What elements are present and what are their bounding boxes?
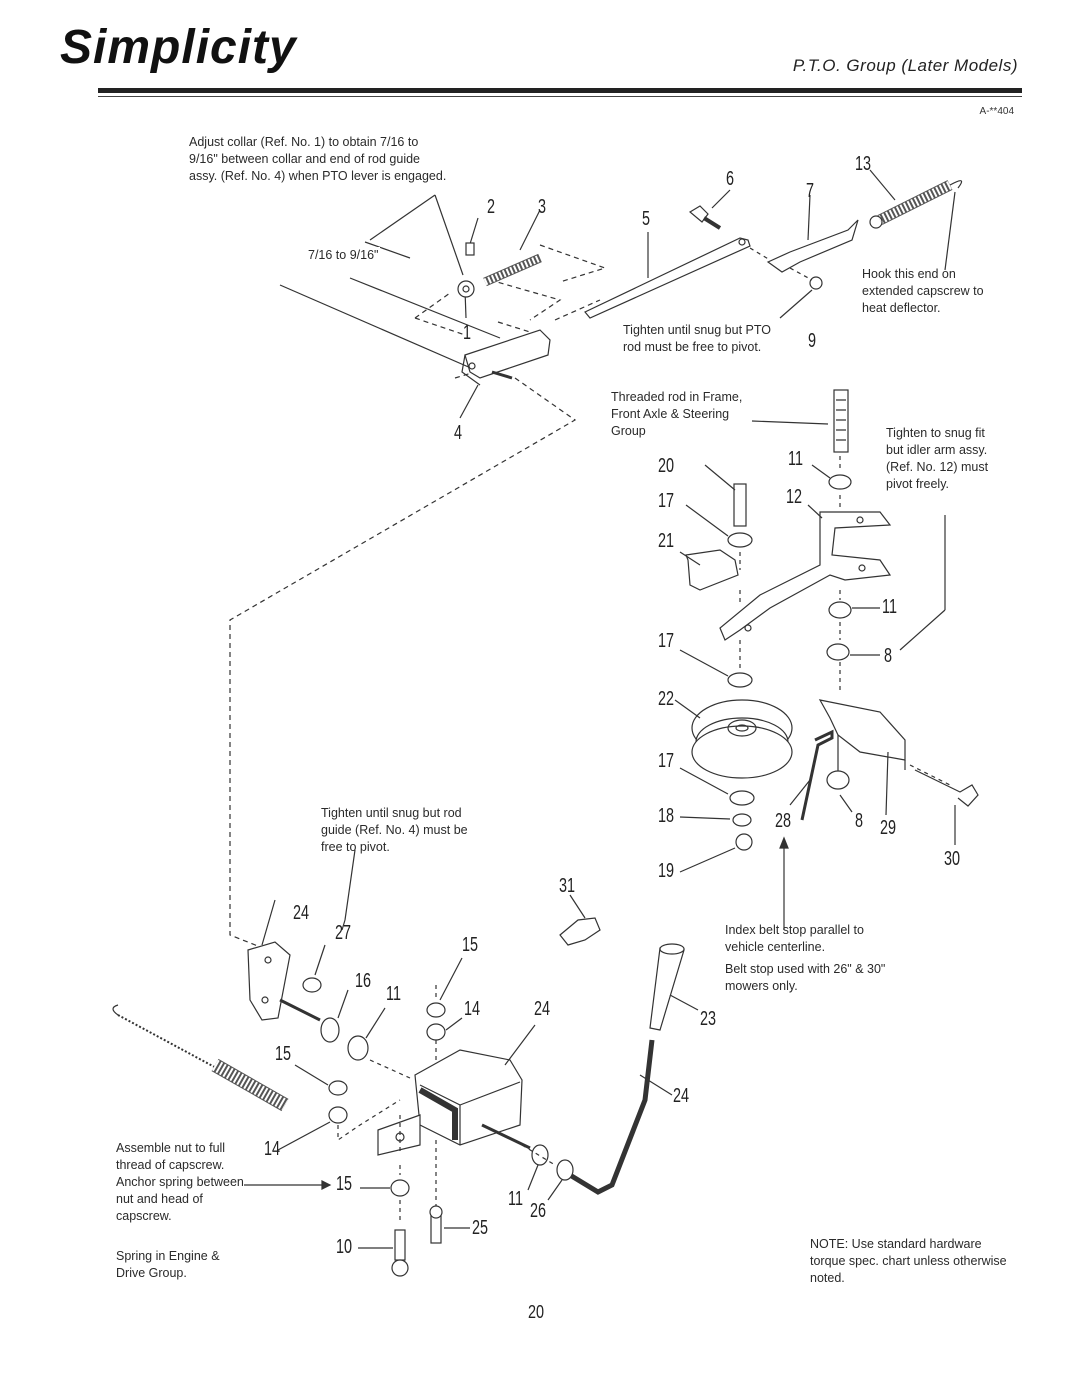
pto-rod bbox=[584, 237, 751, 319]
callout-7: 7 bbox=[806, 180, 815, 202]
document-code: A-**404 bbox=[979, 106, 1014, 117]
extension-spring bbox=[869, 180, 963, 229]
callout-10: 10 bbox=[336, 1236, 353, 1258]
note-tighten-pto: Tighten until snug but PTO rod must be f… bbox=[623, 323, 772, 354]
callout-8-upper: 8 bbox=[884, 645, 893, 667]
callout-27: 27 bbox=[335, 922, 352, 944]
note-threaded-rod: Threaded rod in Frame, Front Axle & Stee… bbox=[611, 390, 743, 438]
note-adjust-collar: Adjust collar (Ref. No. 1) to obtain 7/1… bbox=[189, 135, 447, 183]
callout-29: 29 bbox=[880, 817, 897, 839]
washer bbox=[828, 474, 852, 490]
idler-arm bbox=[719, 511, 892, 641]
callout-26: 26 bbox=[530, 1200, 547, 1222]
callout-25: 25 bbox=[472, 1217, 489, 1239]
callout-17-middle: 17 bbox=[658, 630, 675, 652]
brand-logo: Simplicity bbox=[60, 21, 297, 74]
belt-stop-bracket bbox=[818, 699, 906, 761]
callout-11-bottom: 11 bbox=[508, 1188, 523, 1210]
dimension-arrow bbox=[364, 241, 411, 259]
callout-30: 30 bbox=[944, 848, 961, 870]
callout-17-top: 17 bbox=[658, 490, 675, 512]
header-rule-thin bbox=[98, 96, 1022, 97]
callout-14-center: 14 bbox=[464, 998, 481, 1020]
callout-16: 16 bbox=[355, 970, 372, 992]
locknut bbox=[809, 276, 823, 290]
callout-15-center: 15 bbox=[462, 934, 479, 956]
threaded-rod bbox=[833, 389, 849, 453]
callout-24-center: 24 bbox=[534, 998, 551, 1020]
note-assemble-nut: Assemble nut to full thread of capscrew.… bbox=[116, 1141, 244, 1223]
callout-28: 28 bbox=[775, 810, 792, 832]
callout-14-left: 14 bbox=[264, 1138, 281, 1160]
collar bbox=[457, 280, 475, 298]
rod-guide bbox=[464, 329, 551, 379]
callout-22: 22 bbox=[658, 688, 675, 710]
page-title: P.T.O. Group (Later Models) bbox=[792, 56, 1018, 75]
compression-spring bbox=[483, 253, 542, 287]
callout-12: 12 bbox=[786, 486, 803, 508]
callout-17-bottom: 17 bbox=[658, 750, 675, 772]
callout-5: 5 bbox=[642, 208, 651, 230]
connection-dashed-line bbox=[229, 377, 577, 951]
note-dimension: 7/16 to 9/16" bbox=[306, 247, 381, 264]
page-number: 20 bbox=[528, 1302, 545, 1322]
callout-20: 20 bbox=[658, 455, 675, 477]
note-torque: NOTE: Use standard hardware torque spec.… bbox=[810, 1237, 1007, 1285]
capscrew-10 bbox=[394, 1229, 406, 1261]
callout-23: 23 bbox=[700, 1008, 717, 1030]
callout-31: 31 bbox=[559, 875, 576, 897]
callout-13: 13 bbox=[855, 153, 872, 175]
belt-stop bbox=[685, 549, 739, 591]
cable-clamp bbox=[559, 917, 601, 946]
dimension-line-lower bbox=[279, 284, 481, 373]
anchor-spring bbox=[112, 1004, 289, 1112]
pto-lever-rod bbox=[649, 947, 685, 1031]
note-tighten-rod-guide: Tighten until snug but rod guide (Ref. N… bbox=[321, 806, 468, 854]
idler-pulley bbox=[691, 699, 793, 779]
callout-15-bottom: 15 bbox=[336, 1173, 353, 1195]
callout-4: 4 bbox=[454, 422, 463, 444]
pto-lever bbox=[766, 219, 859, 273]
note-belt-stop: Belt stop used with 26" & 30" mowers onl… bbox=[725, 962, 886, 993]
callout-24-left: 24 bbox=[293, 902, 310, 924]
callout-1: 1 bbox=[463, 322, 472, 344]
dimension-line-upper bbox=[349, 277, 501, 339]
callout-11-left: 11 bbox=[386, 983, 401, 1005]
callout-8-lower: 8 bbox=[855, 810, 864, 832]
callout-11-arm: 11 bbox=[882, 596, 897, 618]
callout-11-top: 11 bbox=[788, 448, 803, 470]
rod-guide-bracket bbox=[247, 941, 291, 1021]
callout-3: 3 bbox=[538, 196, 547, 218]
callout-19: 19 bbox=[658, 860, 675, 882]
callout-2: 2 bbox=[487, 196, 496, 218]
note-tighten-idler: Tighten to snug fit but idler arm assy. … bbox=[886, 426, 989, 491]
capscrew bbox=[733, 483, 747, 527]
header-rule-thick bbox=[98, 88, 1022, 93]
callout-9: 9 bbox=[808, 330, 817, 352]
pivot-bracket bbox=[377, 1049, 523, 1156]
callout-15-left: 15 bbox=[275, 1043, 292, 1065]
callout-24-right: 24 bbox=[673, 1085, 690, 1107]
note-hook-end: Hook this end on extended capscrew to he… bbox=[862, 267, 984, 315]
callout-21: 21 bbox=[658, 530, 675, 552]
callout-6: 6 bbox=[726, 168, 735, 190]
note-index-belt: Index belt stop parallel to vehicle cent… bbox=[725, 923, 864, 954]
note-spring-engine: Spring in Engine & Drive Group. bbox=[116, 1249, 220, 1280]
callout-18: 18 bbox=[658, 805, 675, 827]
